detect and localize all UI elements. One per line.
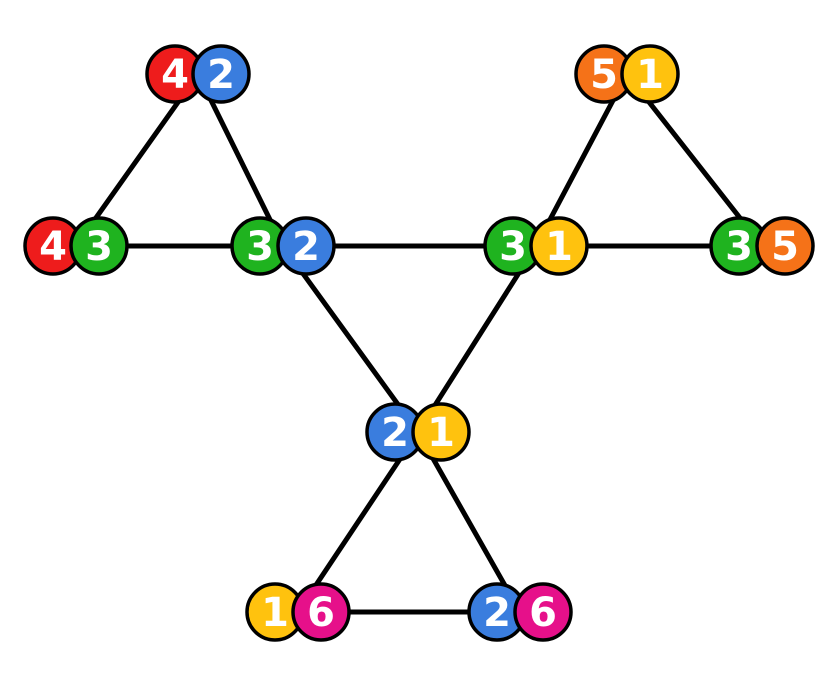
node-digit: 2 [381, 410, 409, 456]
node-disc [513, 582, 573, 642]
node-digit: 1 [261, 590, 289, 636]
node-digit: 3 [85, 224, 113, 270]
edge-n32-n21 [280, 243, 421, 435]
node-digit: 1 [545, 224, 573, 270]
node-disc [69, 216, 129, 276]
node-disc [755, 216, 815, 276]
node-digit: 3 [499, 224, 527, 270]
node-digit: 4 [39, 224, 67, 270]
edge-n42-n32 [195, 71, 286, 249]
node-digit: 2 [207, 52, 235, 98]
node-digit: 4 [161, 52, 189, 98]
node-digit: 2 [483, 590, 511, 636]
node-digit: 3 [725, 224, 753, 270]
edge-layer [73, 71, 765, 615]
edge-n21-n16 [295, 429, 421, 615]
node-disc [191, 44, 251, 104]
node-digit: 6 [529, 590, 557, 636]
node-disc [276, 216, 336, 276]
node-disc [291, 582, 351, 642]
node-digit: 5 [590, 52, 618, 98]
edge-n21-n26 [415, 429, 523, 615]
node-disc [529, 216, 589, 276]
node-digit: 1 [636, 52, 664, 98]
edge-n31-n21 [415, 243, 539, 435]
node-disc [620, 44, 680, 104]
node-digit: 2 [292, 224, 320, 270]
node-disc [411, 402, 471, 462]
node-digit: 3 [246, 224, 274, 270]
node-digit: 6 [307, 590, 335, 636]
node-digit: 1 [427, 410, 455, 456]
node-digit: 5 [771, 224, 799, 270]
